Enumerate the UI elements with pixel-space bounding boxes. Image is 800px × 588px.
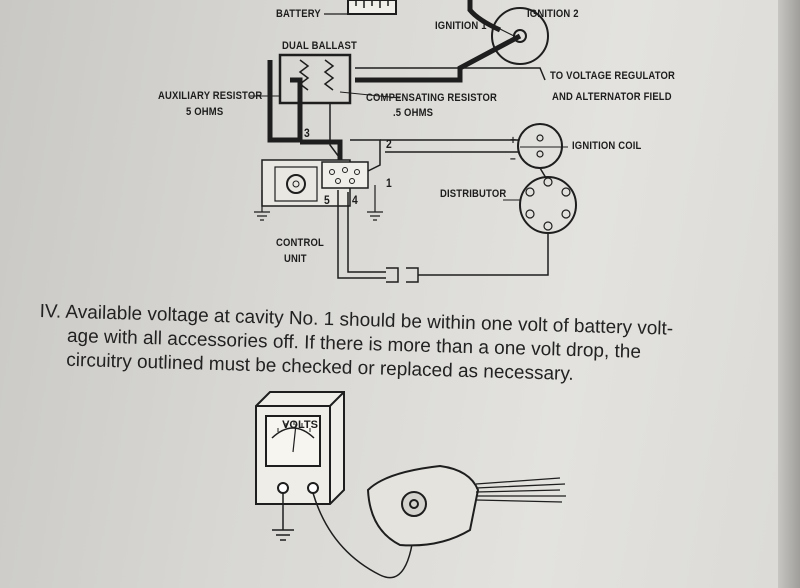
coil-plus-label: +	[510, 133, 517, 147]
voltmeter-illustration: VOLTS	[255, 391, 566, 579]
compensating-resistor-label: COMPENSATING RESISTOR	[366, 92, 497, 104]
plug-connector-symbol	[386, 267, 419, 283]
connector-symbol	[321, 161, 369, 189]
cavity-4-label: 4	[352, 193, 358, 207]
cavity-2-label: 2	[386, 137, 392, 151]
dual-ballast-label: DUAL BALLAST	[282, 40, 357, 52]
coil-minus-label: –	[510, 151, 516, 165]
volts-label: VOLTS	[282, 419, 318, 431]
ignition-switch-symbol	[491, 7, 549, 65]
unit-label: UNIT	[284, 253, 307, 265]
ignition-2-label: IGNITION 2	[527, 8, 579, 20]
battery-label: BATTERY	[276, 8, 321, 20]
step-numeral: IV.	[39, 300, 62, 323]
alternator-field-label: AND ALTERNATOR FIELD	[552, 91, 672, 103]
cavity-1-label: 1	[386, 176, 392, 190]
auxiliary-resistor-label: AUXILIARY RESISTOR	[158, 90, 263, 102]
voltage-regulator-label: TO VOLTAGE REGULATOR	[550, 70, 676, 82]
harness-wires	[475, 477, 566, 503]
control-label: CONTROL	[276, 237, 324, 249]
step-paragraph: IV. Available voltage at cavity No. 1 sh…	[38, 300, 760, 392]
ignition-wiring-diagram	[250, 0, 577, 283]
outlined-circuit-path	[467, 0, 502, 33]
probe-lead	[312, 492, 416, 579]
distributor-label: DISTRIBUTOR	[440, 188, 507, 200]
cavity-5-label: 5	[324, 193, 330, 207]
ignition-coil-label: IGNITION COIL	[572, 140, 642, 152]
ignition-1-label: IGNITION 1	[435, 20, 487, 32]
dual-ballast-symbol	[278, 53, 352, 105]
cavity-3-label: 3	[304, 126, 310, 140]
meter-needle	[292, 423, 297, 453]
book-page-edge	[778, 0, 800, 588]
ground-lead	[272, 493, 294, 541]
battery-symbol	[347, 0, 397, 15]
ignition-coil-symbol	[517, 123, 563, 169]
auxiliary-ohms-label: 5 OHMS	[186, 106, 224, 118]
meter-terminal-left	[277, 482, 289, 494]
meter-dial	[265, 415, 321, 467]
distributor-symbol	[519, 176, 577, 234]
compensating-ohms-label: .5 OHMS	[393, 107, 434, 119]
meter-terminal-right	[307, 482, 319, 494]
